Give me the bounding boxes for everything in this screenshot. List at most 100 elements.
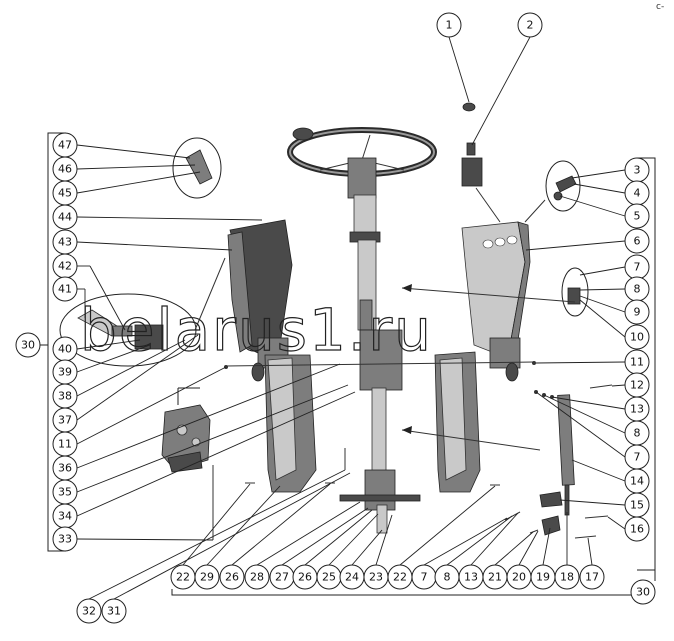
callout-circle: [76, 598, 102, 624]
callout-label: 8: [444, 571, 451, 584]
callout-18: 18: [554, 564, 580, 590]
callout-42: 42: [52, 253, 78, 279]
callout-32: 32: [76, 598, 102, 624]
callout-label: 11: [630, 356, 644, 369]
callout-20: 20: [506, 564, 532, 590]
callout-label: 40: [58, 343, 72, 356]
callout-10: 10: [624, 324, 650, 350]
callout-circle: [15, 332, 41, 358]
callout-label: 26: [225, 571, 239, 584]
callout-circle: [624, 324, 650, 350]
callout-label: 14: [630, 475, 644, 488]
callout-33: 33: [52, 526, 78, 552]
callout-35: 35: [52, 479, 78, 505]
callout-label: 43: [58, 236, 72, 249]
callout-45: 45: [52, 180, 78, 206]
callout-circle: [579, 564, 605, 590]
callout-label: 33: [58, 533, 72, 546]
callout-29: 29: [194, 564, 220, 590]
detail-circle-left-upper: [172, 137, 222, 199]
watermark-text: belarus1.ru: [80, 296, 433, 364]
callout-label: 7: [634, 261, 641, 274]
callout-label: 6: [634, 235, 641, 248]
callout-label: 8: [634, 427, 641, 440]
callout-31: 31: [101, 598, 127, 624]
callout-22: 22: [170, 564, 196, 590]
callout-label: 4: [634, 187, 641, 200]
callout-label: 27: [275, 571, 289, 584]
callout-46: 46: [52, 156, 78, 182]
ignition-switch: [461, 142, 501, 223]
callout-circle: [517, 12, 543, 38]
callout-circle: [194, 564, 220, 590]
callout-label: 2: [527, 19, 534, 32]
callout-1: 1: [436, 12, 462, 38]
callout-26: 26: [292, 564, 318, 590]
ignition-cap: [462, 102, 476, 112]
callout-label: 1: [446, 19, 453, 32]
callout-label: 32: [82, 605, 96, 618]
callout-circle: [624, 516, 650, 542]
callout-label: 35: [58, 486, 72, 499]
callout-label: 20: [512, 571, 526, 584]
callout-label: 47: [58, 139, 72, 152]
callout-label: 26: [298, 571, 312, 584]
callout-27: 27: [269, 564, 295, 590]
callout-label: 30: [636, 586, 650, 599]
callout-16: 16: [624, 516, 650, 542]
callout-circle: [624, 228, 650, 254]
callout-label: 39: [58, 366, 72, 379]
corner-mark: c-: [656, 2, 664, 12]
callout-circle: [436, 12, 462, 38]
callout-30: 30: [630, 579, 656, 605]
callout-label: 38: [58, 390, 72, 403]
detail-circle-right-lower: [561, 267, 589, 317]
callout-label: 16: [630, 523, 644, 536]
callout-43: 43: [52, 229, 78, 255]
callout-label: 29: [200, 571, 214, 584]
callout-label: 44: [58, 211, 72, 224]
detail-circle-right-upper: [524, 160, 581, 223]
callout-7: 7: [624, 254, 650, 280]
callout-4: 4: [624, 180, 650, 206]
callout-24: 24: [339, 564, 365, 590]
callout-label: 41: [58, 283, 72, 296]
callout-34: 34: [52, 503, 78, 529]
callout-label: 37: [58, 414, 72, 427]
callout-9: 9: [624, 299, 650, 325]
left-console: [227, 219, 317, 493]
callout-7: 7: [624, 444, 650, 470]
callout-5: 5: [624, 203, 650, 229]
callout-label: 21: [488, 571, 502, 584]
callout-26: 26: [219, 564, 245, 590]
callout-circle: [630, 579, 656, 605]
callout-label: 8: [634, 283, 641, 296]
callout-40: 40: [52, 336, 78, 362]
callout-8: 8: [434, 564, 460, 590]
callout-label: 24: [345, 571, 359, 584]
callout-circle: [554, 564, 580, 590]
callout-47: 47: [52, 132, 78, 158]
callout-37: 37: [52, 407, 78, 433]
callout-label: 12: [630, 379, 644, 392]
callout-label: 31: [107, 605, 121, 618]
callout-label: 5: [634, 210, 641, 223]
callout-label: 22: [176, 571, 190, 584]
callout-label: 18: [560, 571, 574, 584]
bracket-left: [40, 132, 66, 552]
callout-label: 46: [58, 163, 72, 176]
callout-25: 25: [316, 564, 342, 590]
callout-label: 45: [58, 187, 72, 200]
callout-11: 11: [624, 349, 650, 375]
callout-2: 2: [517, 12, 543, 38]
callout-7: 7: [411, 564, 437, 590]
callout-30: 30: [15, 332, 41, 358]
callout-12: 12: [624, 372, 650, 398]
bracket-right: [637, 157, 656, 581]
callout-label: 30: [21, 339, 35, 352]
callout-circle: [52, 526, 78, 552]
callout-circle: [52, 276, 78, 302]
callout-label: 15: [630, 499, 644, 512]
steering-wheel: [287, 127, 437, 199]
